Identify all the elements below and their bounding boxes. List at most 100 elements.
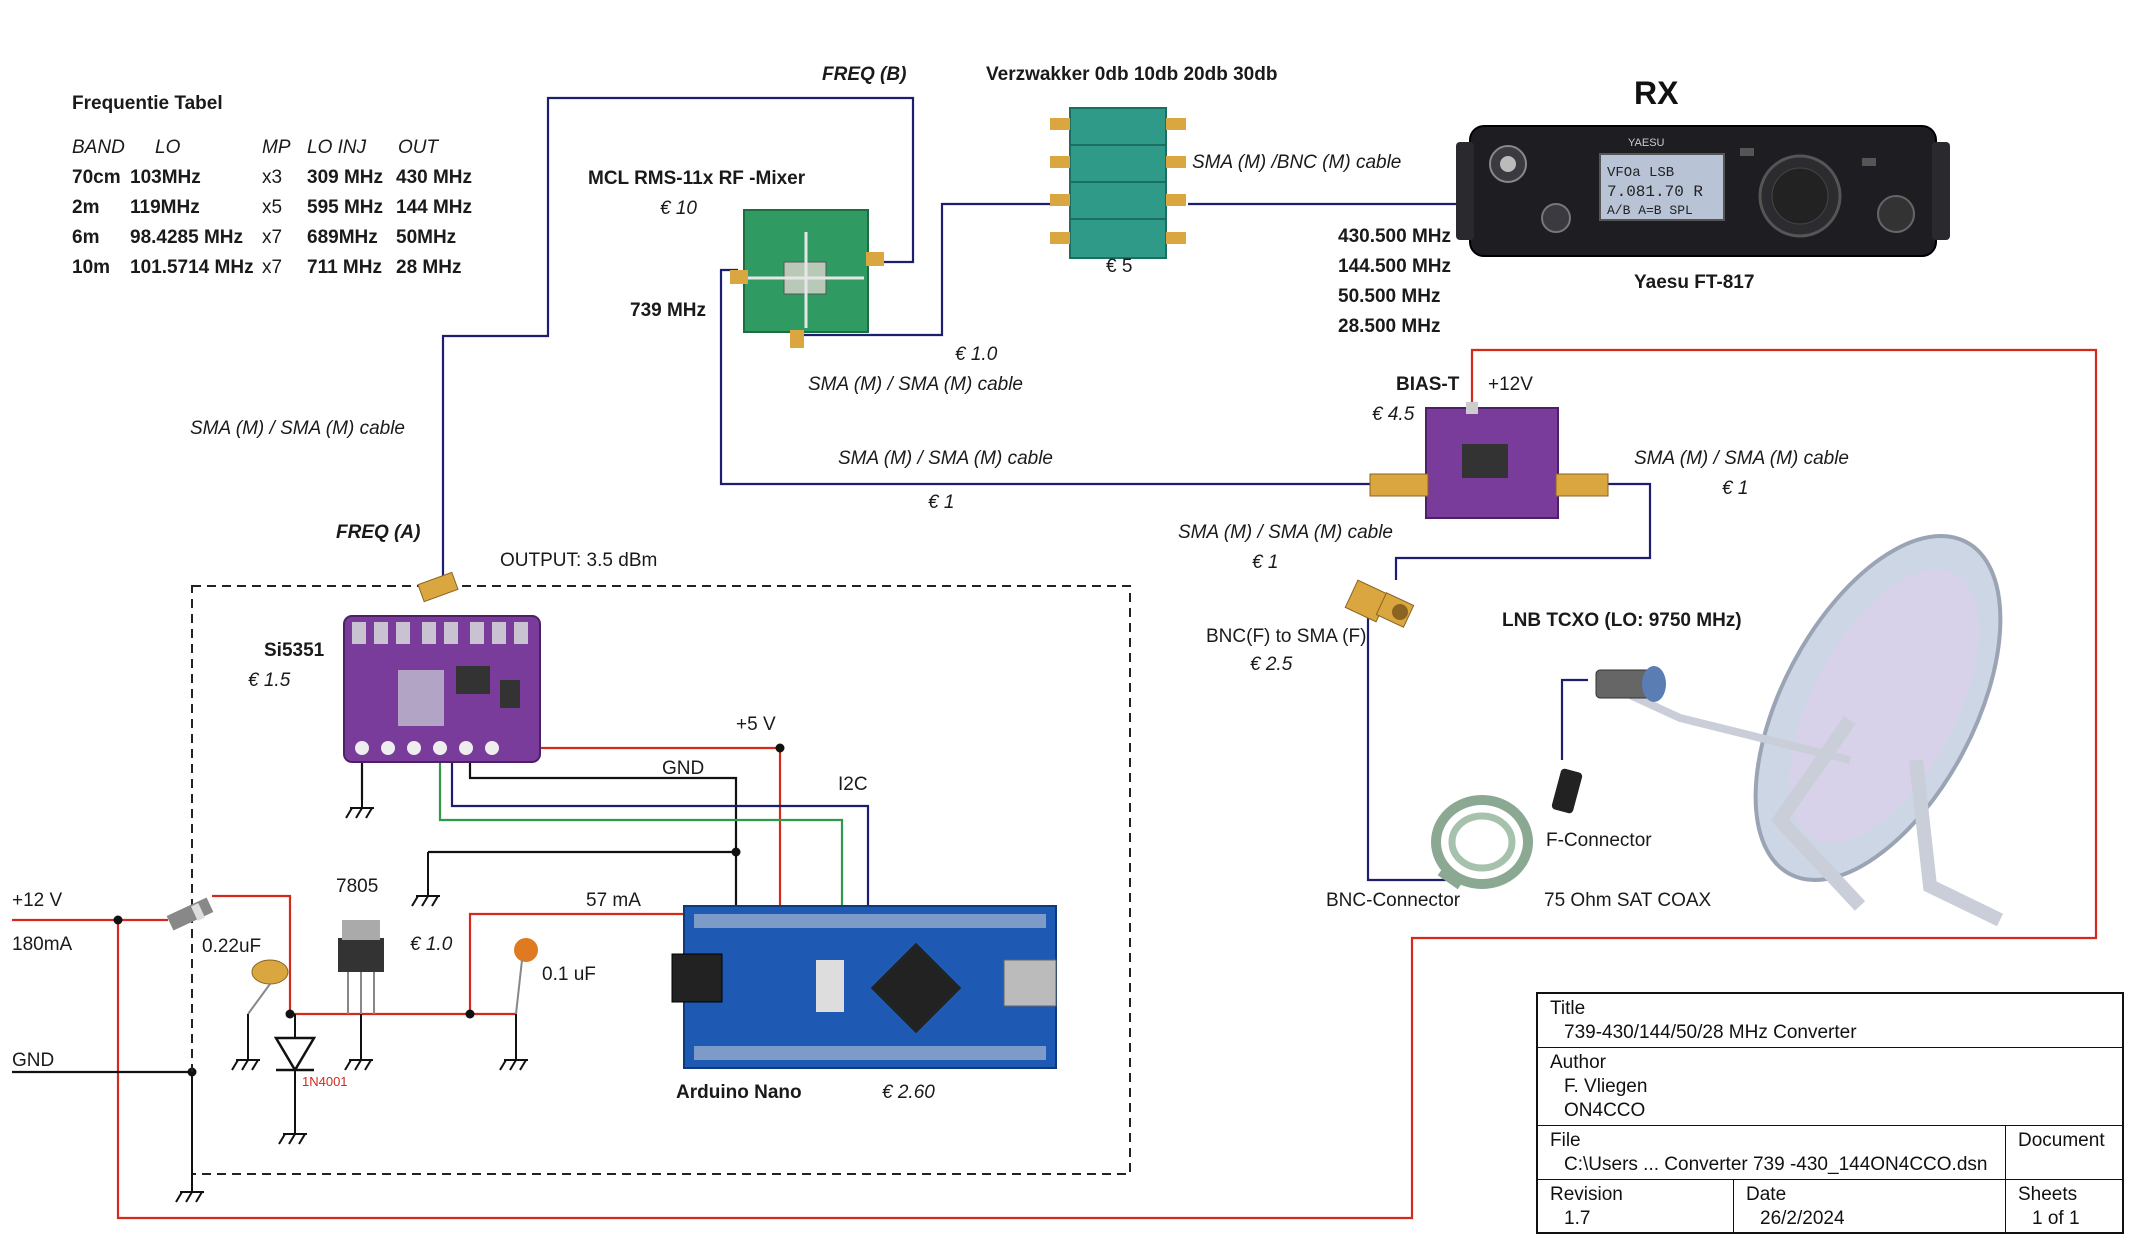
wire-i2c-scl xyxy=(450,760,870,912)
cable-mixer-amp-price: € 1.0 xyxy=(955,344,998,365)
wire-mixer-bias xyxy=(719,268,1370,486)
satellite-dish xyxy=(1595,533,2004,927)
bnc-adapter-price: € 2.5 xyxy=(1250,654,1293,675)
cable-bias-right-label: SMA (M) / SMA (M) cable xyxy=(1634,448,1849,469)
ground-symbols xyxy=(175,800,528,1203)
arduino-price: € 2.60 xyxy=(882,1082,935,1103)
freq-row-loinj: 689MHz xyxy=(307,227,378,248)
freq-header-mp: MP xyxy=(262,137,291,158)
output-label: OUTPUT: 3.5 dBm xyxy=(500,550,657,571)
rx-model: Yaesu FT-817 xyxy=(1634,272,1754,293)
wire-freq-a xyxy=(441,96,915,578)
freq-header-band: BAND xyxy=(72,137,125,158)
title-block-revision-value: 1.7 xyxy=(1564,1208,1591,1229)
junction-dot xyxy=(775,743,785,753)
mixer-freq: 739 MHz xyxy=(630,300,706,321)
wire-12v-main xyxy=(12,348,2098,1220)
lnb-label: LNB TCXO (LO: 9750 MHz) xyxy=(1502,610,1742,631)
amp-title: Verzwakker 0db 10db 20db 30db xyxy=(986,64,1277,85)
title-block-author-call: ON4CCO xyxy=(1564,1100,1646,1121)
rx-display-mid: 7.081.70 R xyxy=(1607,183,1703,201)
rx-brand: YAESU xyxy=(1628,137,1665,149)
wire-bias-down xyxy=(1394,482,1652,580)
freq-table-title: Frequentie Tabel xyxy=(72,93,223,114)
ground-icon xyxy=(345,800,374,819)
freq-row-loinj: 595 MHz xyxy=(307,197,383,218)
title-block: Title 739-430/144/50/28 MHz Converter Au… xyxy=(1536,992,2124,1234)
freq-row-mp: x7 xyxy=(262,227,282,248)
coax-coil xyxy=(1431,795,1533,890)
title-block-title-value: 739-430/144/50/28 MHz Converter xyxy=(1564,1022,1857,1043)
cable-freq-a-label: SMA (M) / SMA (M) cable xyxy=(190,418,405,439)
title-block-revision-heading: Revision xyxy=(1550,1184,1623,1205)
current-180-label: 180mA xyxy=(12,934,73,955)
gnd-left-label: GND xyxy=(12,1050,54,1071)
wire-diode-to-reg xyxy=(212,894,412,1016)
freq-row-band: 6m xyxy=(72,227,99,248)
title-block-document-cell: Document xyxy=(2006,1126,2122,1179)
arduino-label: Arduino Nano xyxy=(676,1082,802,1103)
wire-5v xyxy=(440,746,782,912)
bnc-adapter xyxy=(1344,579,1415,628)
bias-t-voltage: +12V xyxy=(1488,374,1533,395)
amp-price: € 5 xyxy=(1106,256,1132,277)
f-connector-part xyxy=(1551,768,1583,814)
rx-title: RX xyxy=(1634,75,1679,111)
f-connector-label: F-Connector xyxy=(1546,830,1652,851)
attenuator-boards xyxy=(1050,107,1186,259)
plus12v-label: +12 V xyxy=(12,890,63,911)
freq-row-lo: 98.4285 MHz xyxy=(130,227,243,248)
bias-t-title: BIAS-T xyxy=(1396,374,1460,395)
title-block-file-row: File C:\Users ... Converter 739 -430_144… xyxy=(1538,1126,2122,1180)
rx-radio: VFOa LSB 7.081.70 R A/B A=B SPL YAESU xyxy=(1456,125,1950,257)
freq-row-mp: x5 xyxy=(262,197,282,218)
freq-row-lo: 119MHz xyxy=(130,197,200,218)
title-block-date-cell: Date 26/2/2024 xyxy=(1734,1180,2006,1234)
title-block-revision-cell: Revision 1.7 xyxy=(1538,1180,1734,1234)
title-block-author-name: F. Vliegen xyxy=(1564,1076,1648,1097)
freq-header-lo: LO xyxy=(155,137,181,158)
freq-row-band: 10m xyxy=(72,257,110,278)
bias-t-price: € 4.5 xyxy=(1372,404,1415,425)
reg-price: € 1.0 xyxy=(410,934,453,955)
mixer-title: MCL RMS-11x RF -Mixer xyxy=(588,168,806,189)
current-57-label: 57 mA xyxy=(586,890,641,911)
title-block-date-value: 26/2/2024 xyxy=(1760,1208,1845,1229)
i2c-label: I2C xyxy=(838,774,868,795)
cable-mixer-bias-label: SMA (M) / SMA (M) cable xyxy=(838,448,1053,469)
cable-bias-right-price: € 1 xyxy=(1722,478,1748,499)
title-block-sheets-heading: Sheets xyxy=(2018,1184,2078,1205)
freq-row-out: 28 MHz xyxy=(396,257,461,278)
freq-header-loinj: LO INJ xyxy=(307,137,367,158)
coax-label: 75 Ohm SAT COAX xyxy=(1544,890,1712,911)
labels: FREQ (B) FREQ (A) Verzwakker 0db 10db 20… xyxy=(12,64,1849,1103)
ground-icon xyxy=(278,1126,307,1145)
mixer-board xyxy=(730,209,884,348)
freq-row-mp: x3 xyxy=(262,167,282,188)
enclosure-box xyxy=(191,585,1131,1175)
plus5v-label: +5 V xyxy=(736,714,776,735)
wire-bnc-coax xyxy=(1366,618,1450,882)
cable-mixer-bias-price: € 1 xyxy=(928,492,954,513)
wire-lnb-fconn xyxy=(1560,678,1588,760)
freq-row-loinj: 711 MHz xyxy=(307,257,382,278)
rx-freq-28: 28.500 MHz xyxy=(1338,316,1440,337)
wire-mixer-amp xyxy=(800,202,1050,337)
freq-row-lo: 103MHz xyxy=(130,167,201,188)
ground-icon xyxy=(411,852,440,907)
freq-a-label: FREQ (A) xyxy=(336,522,420,543)
title-block-document-heading: Document xyxy=(2018,1130,2105,1151)
cable-mixer-amp-label: SMA (M) / SMA (M) cable xyxy=(808,374,1023,395)
rx-freq-144: 144.500 MHz xyxy=(1338,256,1451,277)
si5351-price: € 1.5 xyxy=(248,670,291,691)
title-block-file-heading: File xyxy=(1550,1130,1581,1151)
freq-row-lo: 101.5714 MHz xyxy=(130,257,254,278)
mixer-price: € 10 xyxy=(660,198,697,219)
freq-header-out: OUT xyxy=(398,137,440,158)
reg-label: 7805 xyxy=(336,876,378,897)
ground-icon xyxy=(175,1072,204,1203)
cap2-label: 0.1 uF xyxy=(542,964,596,985)
wire-reg-out xyxy=(412,912,684,1016)
ground-icon xyxy=(499,1014,528,1071)
